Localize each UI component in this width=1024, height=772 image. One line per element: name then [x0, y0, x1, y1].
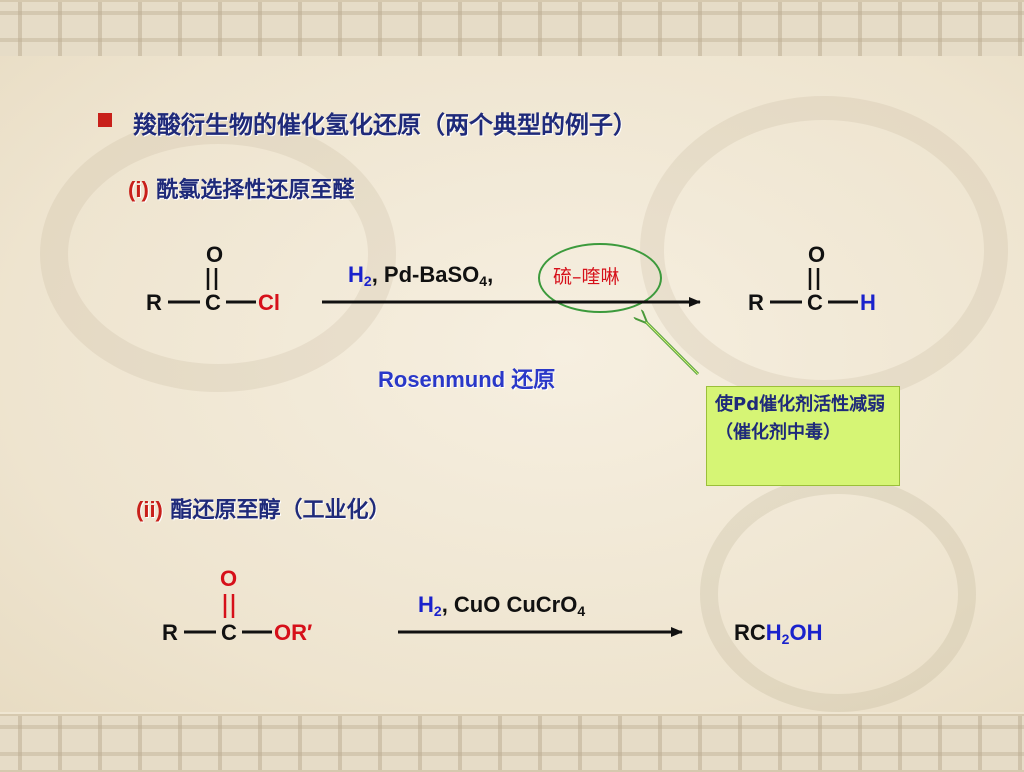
r1-reagent: H2, Pd-BaSO4,: [348, 262, 493, 289]
r1-product-oxygen: O: [808, 242, 826, 267]
bullet-square-icon: [98, 113, 112, 127]
r1-reagent-h-sub: 2: [363, 273, 372, 289]
poison-pointer-arrow-inner: [645, 321, 699, 375]
slide-background: [0, 56, 1024, 712]
r2-product-oh: OH: [789, 620, 823, 645]
r2-product: RCH2OH: [734, 620, 822, 647]
r1-r-group: R: [146, 290, 162, 315]
top-border-band: [0, 0, 1024, 58]
r2-product-h: H: [765, 620, 782, 645]
r1-chlorine: Cl: [258, 290, 280, 315]
catalyst-poison-note: 使Pd催化剂活性减弱（催化剂中毒）: [706, 386, 900, 486]
r1-reagent-comma: ,: [487, 262, 494, 287]
rosenmund-label: Rosenmund 还原: [378, 367, 556, 392]
r2-carbon: C: [221, 620, 237, 645]
r1-reagent-sub4: 4: [479, 273, 488, 289]
section-i-number: (i): [128, 177, 149, 202]
r1-product-hydrogen: H: [860, 290, 876, 315]
r1-carbon: C: [205, 290, 221, 315]
section-i-heading: (i) 酰氯选择性还原至醛: [128, 172, 354, 204]
r2-r-group: R: [162, 620, 178, 645]
r2-carbonyl-oxygen: O: [220, 566, 238, 591]
poison-highlight-oval: [538, 243, 662, 313]
r2-alkoxy-group: OR′: [274, 620, 313, 645]
r1-reagent-catalyst: , Pd-BaSO: [371, 262, 480, 287]
r1-poison-label: 硫–喹啉: [553, 266, 620, 288]
r2-product-rc: RC: [734, 620, 766, 645]
r1-product-carbon: C: [807, 290, 823, 315]
r2-reagent-catalyst: , CuO CuCrO: [441, 592, 578, 617]
r1-reagent-h: H: [348, 262, 364, 287]
r1-carbonyl-oxygen: O: [206, 242, 224, 267]
section-ii-text: 酯还原至醇（工业化）: [162, 498, 391, 523]
slide-title: 羧酸衍生物的催化氢化还原（两个典型的例子）: [133, 111, 637, 139]
r2-reagent-h-sub: 2: [433, 603, 442, 619]
r2-reagent: H2, CuO CuCrO4: [418, 592, 585, 619]
r2-reagent-sub4: 4: [577, 603, 586, 619]
r2-reagent-h: H: [418, 592, 434, 617]
r1-product-r-group: R: [748, 290, 764, 315]
r2-product-sub2: 2: [781, 631, 790, 647]
section-ii-heading: (ii) 酯还原至醇（工业化）: [136, 492, 391, 524]
section-i-text: 酰氯选择性还原至醛: [148, 178, 355, 203]
section-ii-number: (ii): [136, 497, 163, 522]
